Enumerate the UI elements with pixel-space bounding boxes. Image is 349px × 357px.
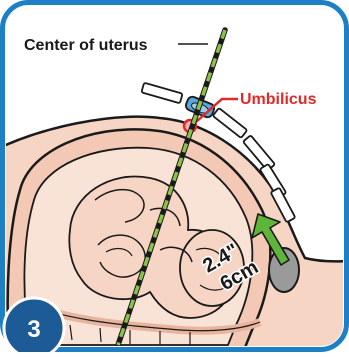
step-badge: 3: [4, 298, 64, 352]
step-number: 3: [27, 316, 40, 343]
label-umbilicus: Umbilicus: [240, 91, 317, 108]
label-center-of-uterus: Center of uterus: [24, 37, 148, 54]
